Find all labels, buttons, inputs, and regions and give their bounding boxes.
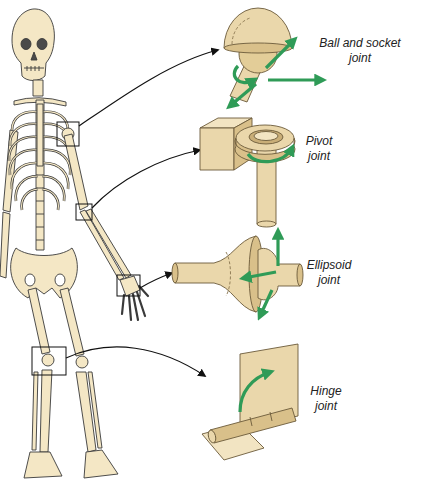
hinge-barrel [210, 408, 296, 443]
bone-end [297, 264, 303, 286]
eye-socket [37, 39, 47, 50]
rotation-arrow [248, 148, 292, 162]
joint-highlight-box [57, 122, 79, 146]
socket-contour [232, 18, 250, 44]
joint-highlight-box [117, 275, 140, 296]
joint-highlight-box [76, 204, 92, 220]
joint-highlight-box [32, 347, 66, 375]
rib [42, 112, 68, 130]
hand-fingers [122, 286, 148, 320]
finger [133, 294, 138, 320]
foot-bones [84, 450, 118, 478]
motion-arrow [268, 78, 322, 81]
joint-name: Ellipsoid joint [298, 258, 360, 288]
ellipsoid-socket-bone [175, 236, 256, 312]
tibia-bone [40, 370, 52, 452]
cervical-spine [33, 80, 43, 96]
joint-name: Pivot joint [298, 134, 340, 164]
nasal-cavity [31, 52, 37, 60]
pivot-rod-top [254, 132, 278, 141]
teeth [24, 66, 44, 71]
rib [22, 189, 38, 210]
foot-bones [24, 452, 62, 478]
motion-arrow [260, 290, 272, 316]
leader-arrow [79, 50, 218, 126]
femur-bone [28, 288, 50, 354]
pelvic-opening [55, 274, 65, 286]
joint-name: Hinge joint [304, 384, 348, 414]
femur-bone [60, 288, 84, 356]
eye-socket [21, 39, 31, 50]
sternum [37, 104, 43, 166]
rib [42, 189, 58, 210]
pivot-block-front [200, 128, 234, 170]
finger [122, 295, 124, 314]
humerus-bone [64, 134, 88, 210]
pivot-ring [236, 125, 294, 151]
bone-end [172, 263, 178, 283]
motion-arrow [266, 40, 294, 68]
vertebrae [36, 175, 44, 240]
rotation-arrow [240, 372, 270, 412]
fibula-bone [88, 372, 102, 448]
leader-arrow [140, 273, 172, 288]
hinge-knuckle [250, 412, 272, 426]
finger [129, 296, 131, 320]
leader-arrow [92, 150, 200, 208]
motion-arrow [230, 84, 256, 106]
rotation-arrow [234, 66, 254, 83]
socket-cup [224, 8, 292, 48]
fibula-bone [32, 372, 38, 450]
joint-name: Ball and socket joint [314, 36, 406, 66]
rib [12, 112, 38, 130]
socket-contour [226, 252, 231, 296]
forearm-bone [0, 212, 10, 278]
pivot-ring-hole [249, 130, 283, 144]
pivot-rod-end [257, 221, 276, 227]
pelvic-opening [25, 274, 35, 286]
patella [76, 356, 88, 368]
leader-arrow [66, 347, 205, 376]
patella [42, 354, 54, 366]
hinge-barrel-end [207, 429, 217, 443]
radius-bone [86, 209, 131, 278]
motion-arrow [276, 232, 279, 266]
motion-arrow [244, 272, 276, 278]
skull [12, 9, 54, 81]
